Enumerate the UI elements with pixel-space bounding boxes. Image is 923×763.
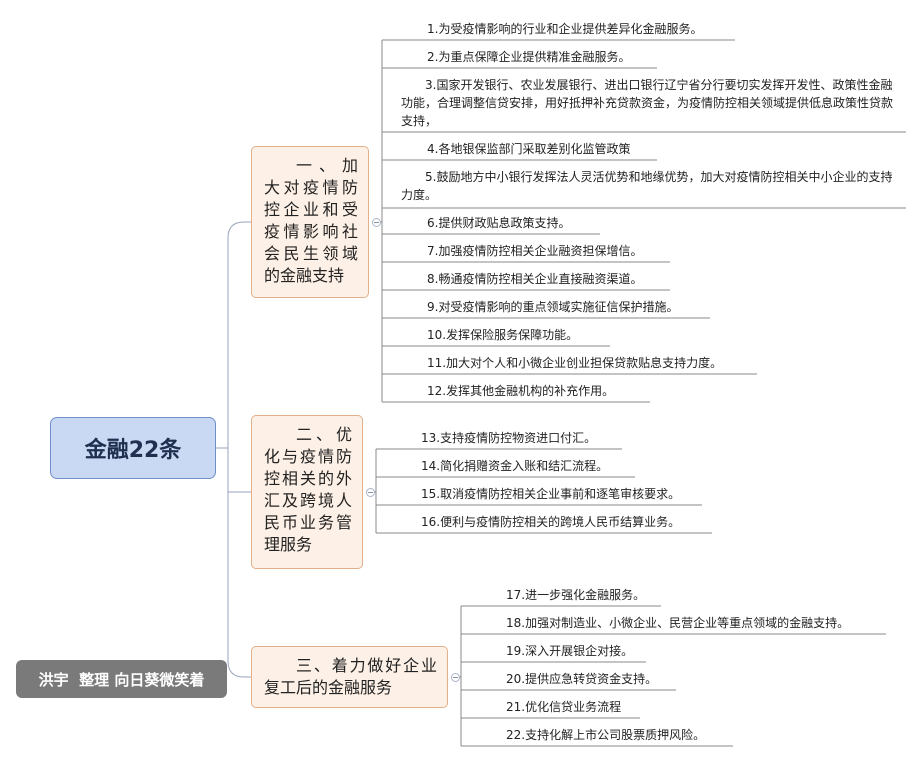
leaf-item-7[interactable]: 7.加强疫情防控相关企业融资担保增信。 xyxy=(427,244,643,258)
collapse-toggle-icon[interactable] xyxy=(366,488,375,497)
leaf-item-1[interactable]: 1.为受疫情影响的行业和企业提供差异化金融服务。 xyxy=(427,22,703,36)
branch-node-2[interactable]: 二、优化与疫情防控相关的外汇及跨境人民币业务管理服务 xyxy=(251,415,363,569)
credit-badge: 洪宇 整理 向日葵微笑着 xyxy=(16,660,227,698)
leaf-item-11[interactable]: 11.加大对个人和小微企业创业担保贷款贴息支持力度。 xyxy=(427,356,723,370)
connector-line xyxy=(227,448,251,493)
leaf-item-18[interactable]: 18.加强对制造业、小微企业、民营企业等重点领域的金融支持。 xyxy=(506,616,850,630)
leaf-item-16[interactable]: 16.便利与疫情防控相关的跨境人民币结算业务。 xyxy=(421,515,681,529)
collapse-toggle-icon[interactable] xyxy=(451,673,460,682)
branch-label: 三、着力做好企业复工后的金融服务 xyxy=(264,656,437,697)
leaf-item-3[interactable]: 3.国家开发银行、农业发展银行、进出口银行辽宁省分行要切实发挥开发性、政策性金融… xyxy=(401,78,894,128)
leaf-item-19[interactable]: 19.深入开展银企对接。 xyxy=(506,644,634,658)
root-title: 金融22条 xyxy=(84,438,182,463)
connector-line xyxy=(227,221,251,448)
leaf-item-8[interactable]: 8.畅通疫情防控相关企业直接融资渠道。 xyxy=(427,272,643,286)
leaf-item-6[interactable]: 6.提供财政贴息政策支持。 xyxy=(427,216,571,230)
branch-label: 一、加大对疫情防控企业和受疫情影响社会民生领域的金融支持 xyxy=(264,156,358,285)
branch-node-3[interactable]: 三、着力做好企业复工后的金融服务 xyxy=(251,646,448,708)
leaf-item-5[interactable]: 5.鼓励地方中小银行发挥法人灵活优势和地缘优势，加大对疫情防控相关中小企业的支持… xyxy=(401,170,893,202)
leaf-item-10[interactable]: 10.发挥保险服务保障功能。 xyxy=(427,328,579,342)
root-node[interactable]: 金融22条 xyxy=(50,417,216,479)
leaf-item-17[interactable]: 17.进一步强化金融服务。 xyxy=(506,588,646,602)
connector-line xyxy=(227,448,251,678)
leaf-item-14[interactable]: 14.简化捐赠资金入账和结汇流程。 xyxy=(421,459,609,473)
collapse-toggle-icon[interactable] xyxy=(372,218,381,227)
credit-text: 洪宇 整理 向日葵微笑着 xyxy=(38,670,205,689)
leaf-item-4[interactable]: 4.各地银保监部门采取差别化监管政策 xyxy=(427,142,631,156)
leaf-item-9[interactable]: 9.对受疫情影响的重点领域实施征信保护措施。 xyxy=(427,300,679,314)
leaf-item-21[interactable]: 21.优化信贷业务流程 xyxy=(506,700,622,714)
leaf-item-2[interactable]: 2.为重点保障企业提供精准金融服务。 xyxy=(427,50,631,64)
leaf-item-12[interactable]: 12.发挥其他金融机构的补充作用。 xyxy=(427,384,615,398)
leaf-item-22[interactable]: 22.支持化解上市公司股票质押风险。 xyxy=(506,728,706,742)
leaf-item-20[interactable]: 20.提供应急转贷资金支持。 xyxy=(506,672,658,686)
branch-node-1[interactable]: 一、加大对疫情防控企业和受疫情影响社会民生领域的金融支持 xyxy=(251,146,369,298)
leaf-item-15[interactable]: 15.取消疫情防控相关企业事前和逐笔审核要求。 xyxy=(421,487,681,501)
leaf-item-13[interactable]: 13.支持疫情防控物资进口付汇。 xyxy=(421,431,597,445)
branch-label: 二、优化与疫情防控相关的外汇及跨境人民币业务管理服务 xyxy=(264,425,352,554)
